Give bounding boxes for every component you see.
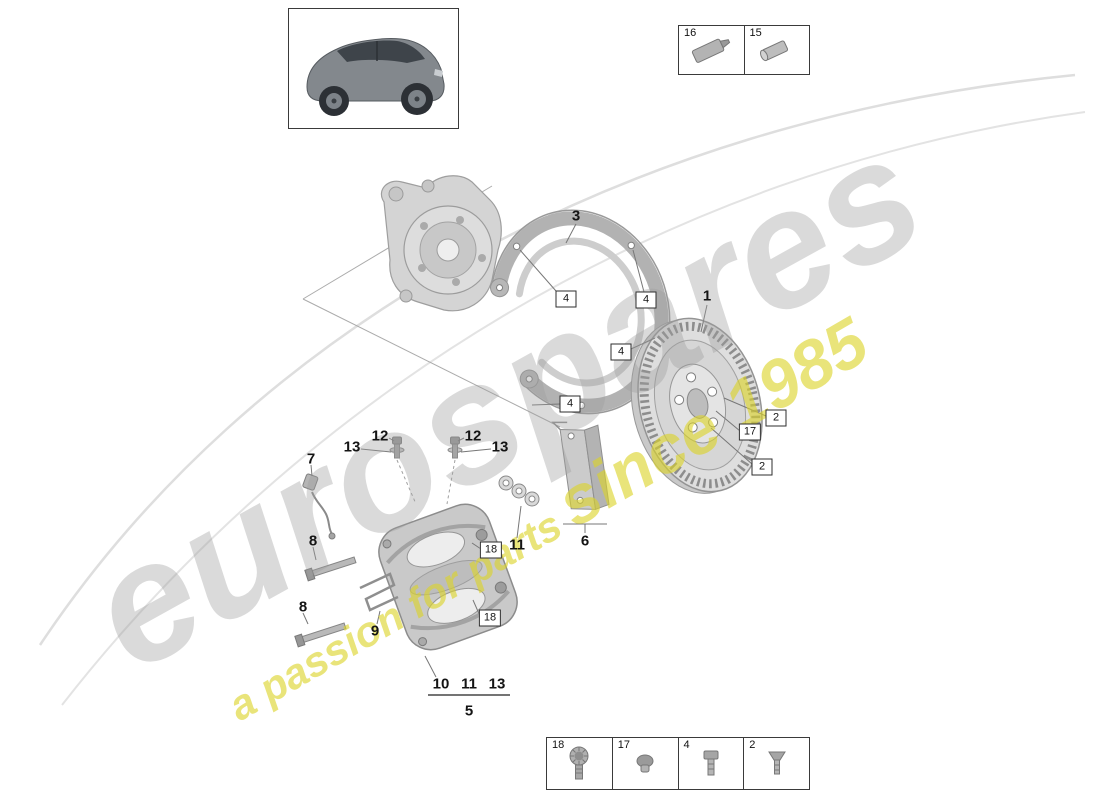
brake-caliper	[378, 503, 518, 651]
flange-bolt-icon	[569, 746, 589, 779]
legend-label: 15	[749, 27, 762, 39]
legend-top: 16 15	[678, 25, 810, 75]
legend-bottom-cell-18: 18	[547, 738, 613, 789]
legend-label: 4	[683, 739, 690, 751]
legend-top-cell-16: 16	[679, 26, 745, 74]
vehicle-illustration	[306, 38, 445, 116]
brake-pads	[551, 421, 610, 511]
legend-top-cell-15: 15	[745, 26, 810, 74]
sleeve-icon	[759, 40, 788, 62]
cap-plug-icon	[636, 754, 654, 772]
wheel-carrier	[380, 175, 502, 312]
vehicle-thumbnail	[288, 8, 459, 129]
guide-pin-upper	[304, 556, 357, 582]
guide-pin-lower	[294, 622, 347, 648]
legend-bottom-cell-4: 4	[679, 738, 745, 789]
brake-splash-shield	[490, 209, 671, 415]
leader-lines	[302, 223, 767, 678]
legend-label: 16	[684, 27, 697, 39]
pan-screw-icon	[703, 750, 719, 775]
washers	[498, 475, 540, 507]
wear-sensor	[302, 473, 336, 540]
bolt-alignment-dashes	[396, 459, 456, 505]
legend-bottom-cell-2: 2	[744, 738, 809, 789]
legend-label: 18	[552, 739, 565, 751]
legend-label: 17	[617, 739, 630, 751]
grease-tube-icon	[692, 38, 731, 63]
legend-bottom: 18 17 4	[546, 737, 810, 790]
background-swoosh	[38, 73, 1086, 706]
countersunk-screw-icon	[767, 751, 786, 774]
caliper-bolt-right	[447, 436, 463, 459]
legend-bottom-cell-17: 17	[613, 738, 679, 789]
pad-retaining-spring	[359, 572, 399, 612]
legend-label: 2	[749, 739, 756, 751]
brake-disc	[630, 317, 763, 494]
